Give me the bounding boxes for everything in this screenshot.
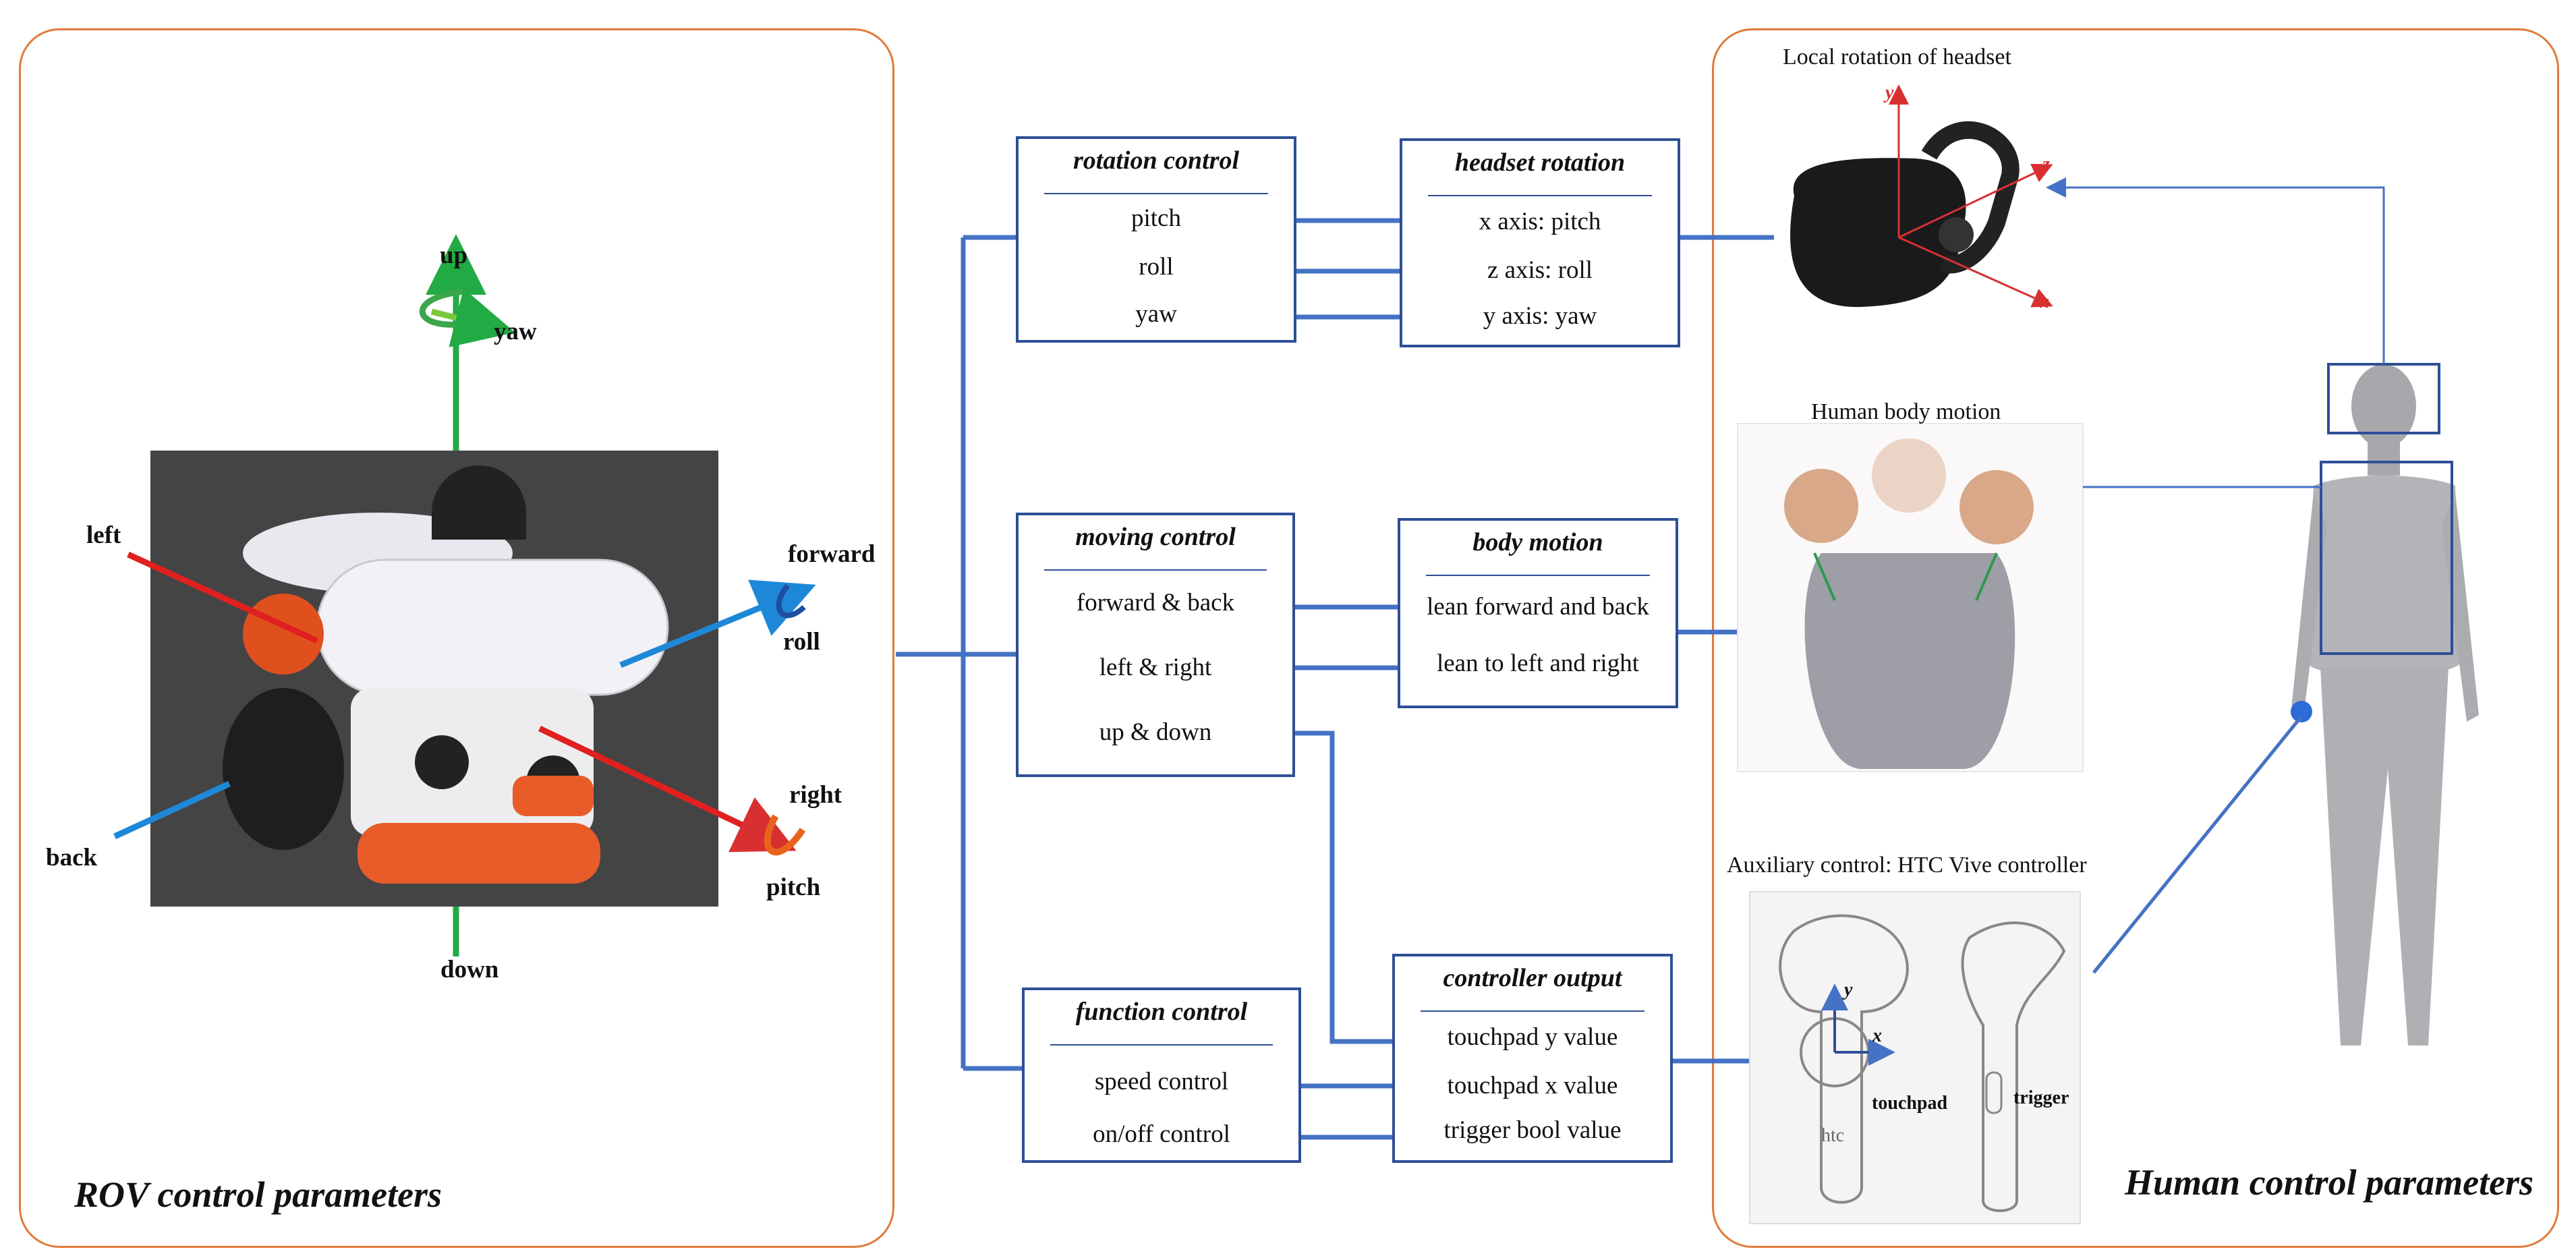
human-panel-title: Human control parameters — [2125, 1162, 2534, 1203]
controller-label-x: x — [1872, 1025, 1882, 1046]
controller-item-trigger: trigger bool value — [1443, 1116, 1622, 1144]
rotation-item-pitch: pitch — [1131, 204, 1181, 232]
body-motion-box: body motion lean forward and back lean t… — [1398, 518, 1678, 708]
moving-item-forward-back: forward & back — [1076, 589, 1235, 617]
axis-label-back: back — [46, 844, 98, 871]
axis-label-up: up — [440, 241, 468, 269]
controller-label-y: y — [1844, 979, 1853, 1000]
divider — [1050, 1044, 1273, 1046]
trigger-label: trigger — [2013, 1087, 2069, 1108]
rov-bracket — [896, 235, 1022, 1071]
rov-panel — [19, 28, 894, 1248]
divider — [1044, 193, 1268, 194]
axis-label-right: right — [789, 781, 842, 809]
body-item-lean-forward-back: lean forward and back — [1427, 593, 1649, 621]
headset-item-yaw: y axis: yaw — [1483, 302, 1597, 330]
rotation-control-title: rotation control — [1073, 146, 1239, 175]
controller-item-touchpad-y: touchpad y value — [1447, 1023, 1618, 1051]
htc-logo-text: htc — [1821, 1125, 1845, 1146]
body-item-lean-left-right: lean to left and right — [1436, 650, 1639, 677]
controller-image — [1749, 891, 2081, 1224]
rotation-item-roll: roll — [1139, 253, 1174, 281]
axis-label-roll: roll — [783, 628, 820, 656]
axis-label-pitch: pitch — [766, 874, 821, 901]
headset-axis-y: y — [1885, 82, 1894, 103]
function-item-speed: speed control — [1094, 1068, 1229, 1095]
axis-label-forward: forward — [788, 540, 876, 568]
human-panel — [1712, 28, 2559, 1248]
controller-item-touchpad-x: touchpad x value — [1447, 1072, 1618, 1099]
moving-control-box: moving control forward & back left & rig… — [1016, 513, 1295, 777]
axis-label-yaw: yaw — [494, 318, 537, 345]
divider — [1421, 1010, 1644, 1012]
headset-item-roll: z axis: roll — [1487, 256, 1593, 284]
touchpad-label: touchpad — [1872, 1093, 1948, 1114]
function-control-box: function control speed control on/off co… — [1022, 987, 1301, 1163]
headset-rotation-title: headset rotation — [1454, 148, 1626, 177]
function-item-onoff: on/off control — [1093, 1120, 1230, 1148]
headset-item-pitch: x axis: pitch — [1479, 208, 1601, 235]
axis-label-down: down — [440, 956, 499, 983]
rotation-item-yaw: yaw — [1135, 300, 1177, 328]
axis-label-left: left — [86, 521, 121, 549]
headset-image — [1790, 84, 2053, 308]
divider — [1044, 569, 1267, 571]
body-motion-image — [1737, 423, 2084, 772]
divider — [1428, 195, 1652, 196]
moving-item-left-right: left & right — [1099, 654, 1212, 681]
function-control-title: function control — [1075, 998, 1248, 1026]
headset-axis-z: z — [2042, 154, 2050, 175]
moving-item-up-down: up & down — [1099, 718, 1212, 746]
divider — [1426, 575, 1650, 576]
controller-output-title: controller output — [1443, 964, 1622, 992]
rov-image — [150, 451, 718, 907]
moving-control-title: moving control — [1075, 523, 1236, 551]
human-figure — [2046, 177, 2479, 1046]
body-caption: Human body motion — [1811, 399, 2001, 424]
rotation-control-box: rotation control pitch roll yaw — [1016, 136, 1296, 343]
rov-panel-title: ROV control parameters — [74, 1174, 442, 1215]
body-motion-title: body motion — [1472, 528, 1603, 556]
headset-rotation-box: headset rotation x axis: pitch z axis: r… — [1400, 138, 1680, 347]
headset-caption: Local rotation of headset — [1783, 45, 2011, 69]
controller-output-box: controller output touchpad y value touch… — [1392, 954, 1673, 1163]
headset-axis-x: x — [2040, 291, 2049, 312]
rov-axes — [113, 234, 816, 956]
controller-caption: Auxiliary control: HTC Vive controller — [1727, 853, 2087, 878]
